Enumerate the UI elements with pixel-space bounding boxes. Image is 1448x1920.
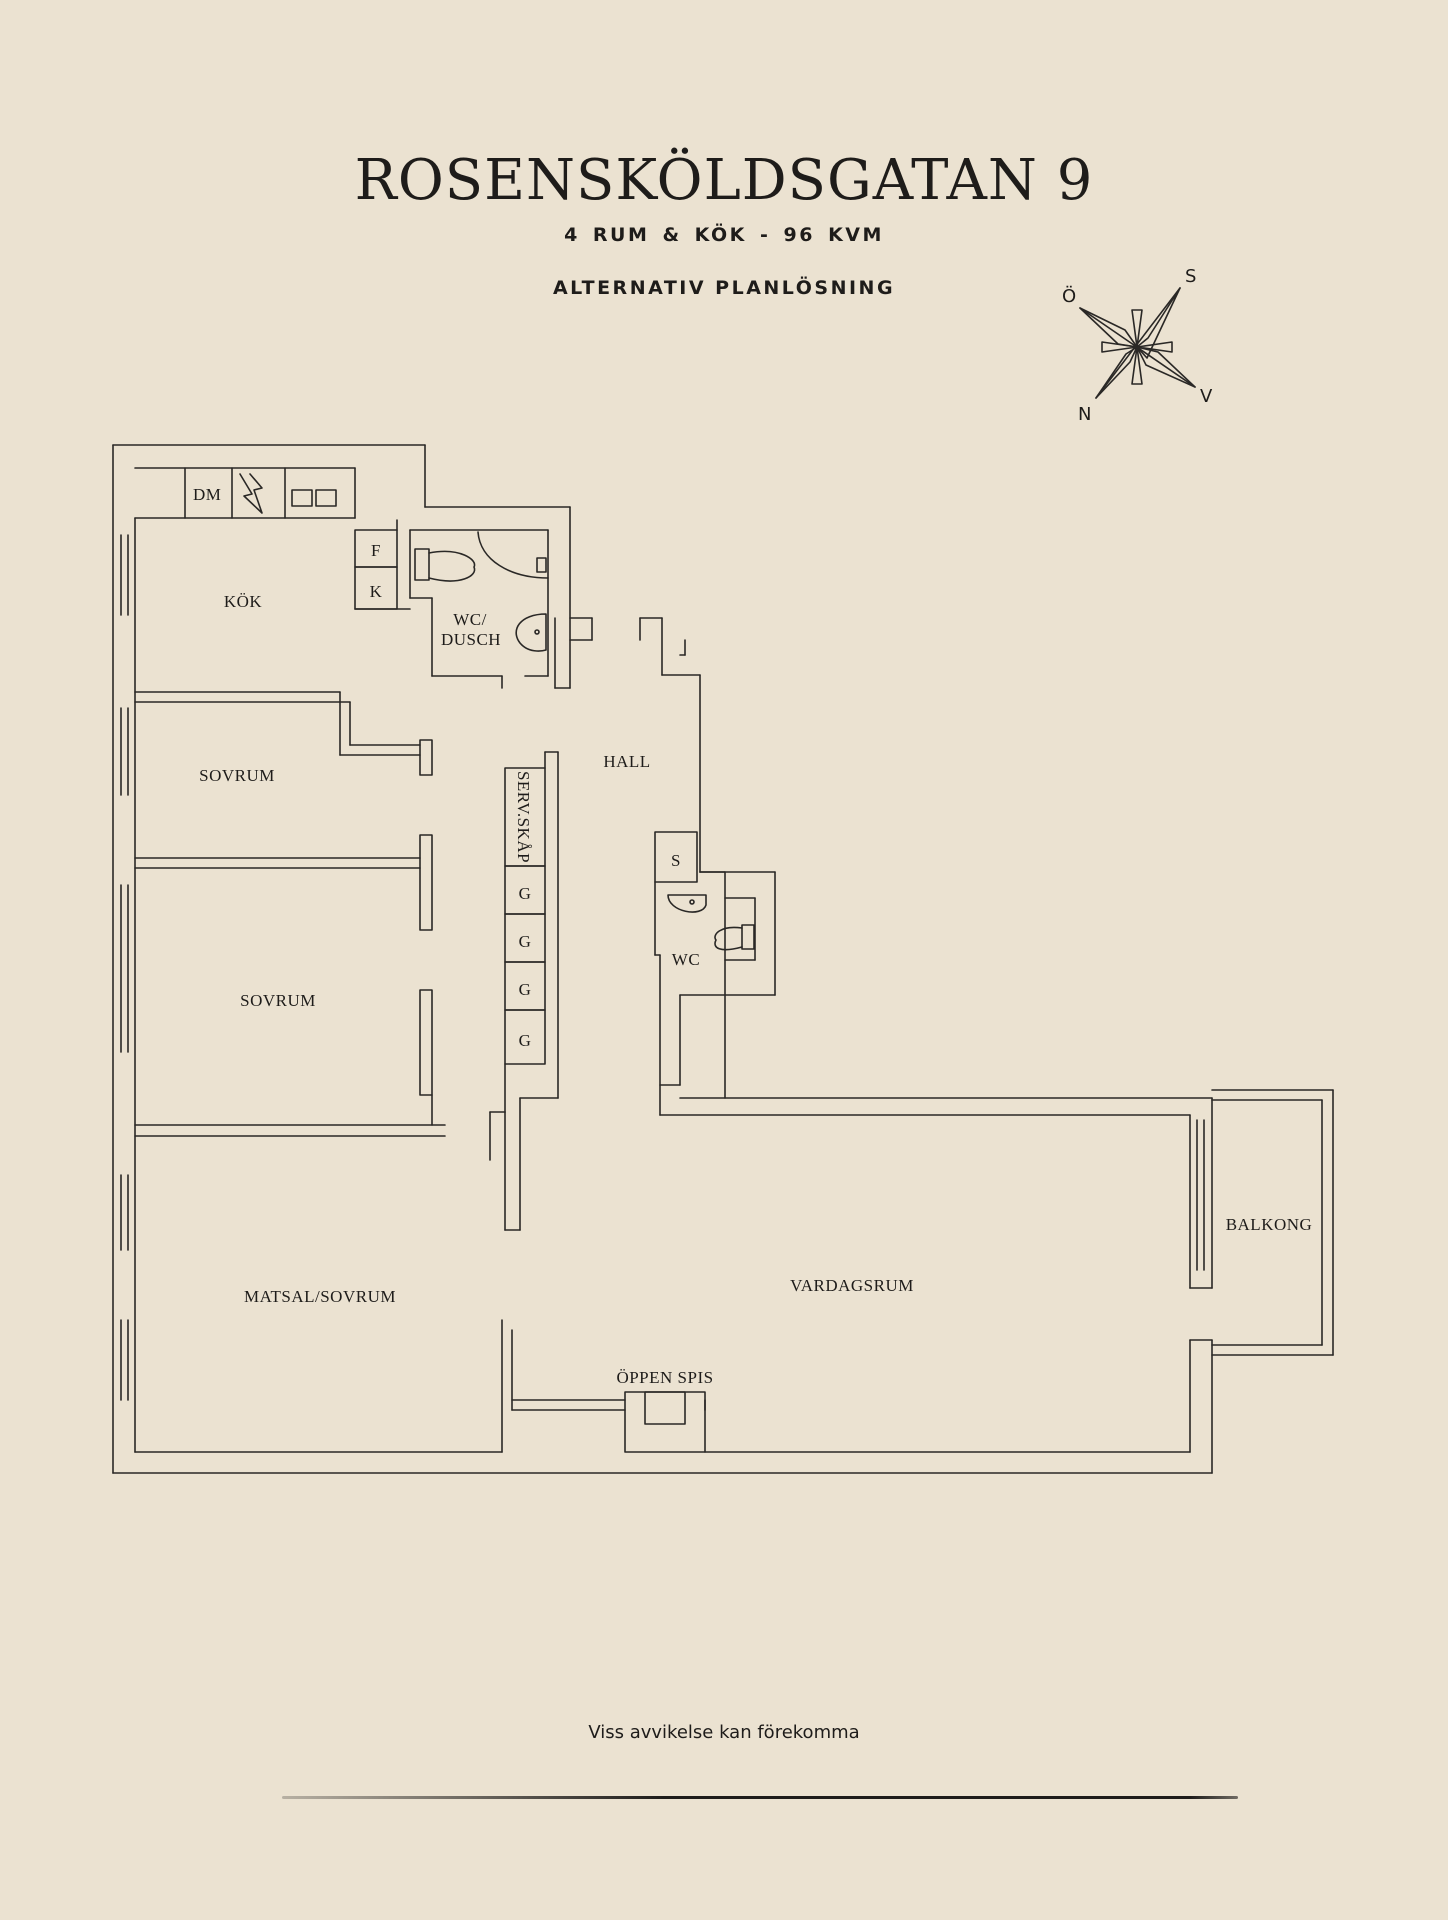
floorplan-variant: ALTERNATIV PLANLÖSNING <box>552 277 896 299</box>
dishwasher-label: DM <box>193 485 221 504</box>
kitchen-label: KÖK <box>224 592 263 611</box>
wc-shower-label: WC/ <box>453 610 487 629</box>
balcony-label: BALKONG <box>1226 1215 1313 1234</box>
wardrobe-4-label: G <box>519 1031 532 1050</box>
fridge-label: K <box>370 582 383 601</box>
compass-north-label: N <box>1078 404 1091 425</box>
wardrobe-2-label: G <box>519 932 532 951</box>
compass-east-label: Ö <box>1062 285 1076 307</box>
wc-label: WC <box>672 950 700 969</box>
freezer-label: F <box>371 541 381 560</box>
property-title: ROSENSKÖLDSGATAN 9 <box>354 148 1094 213</box>
bedroom-1-label: SOVRUM <box>199 766 275 785</box>
disclaimer: Viss avvikelse kan förekomma <box>588 1722 860 1743</box>
service-cabinet-label: SERV.SKÅP <box>514 771 533 863</box>
compass-rose-icon <box>1079 287 1196 399</box>
apartment-summary: 4 RUM & KÖK - 96 KVM <box>564 224 884 246</box>
wardrobe-3-label: G <box>519 980 532 999</box>
dining-label: MATSAL/SOVRUM <box>244 1287 396 1306</box>
footer-rule <box>282 1796 1238 1799</box>
fireplace-label: ÖPPEN SPIS <box>616 1368 713 1387</box>
living-room-label: VARDAGSRUM <box>790 1276 914 1295</box>
compass-south-label: S <box>1185 266 1196 287</box>
wc-shower-label-2: DUSCH <box>441 630 501 649</box>
hall-label: HALL <box>603 752 650 771</box>
bedroom-2-label: SOVRUM <box>240 991 316 1010</box>
storage-label: S <box>671 851 681 870</box>
compass-west-label: V <box>1200 386 1213 407</box>
wardrobe-1-label: G <box>519 884 532 903</box>
